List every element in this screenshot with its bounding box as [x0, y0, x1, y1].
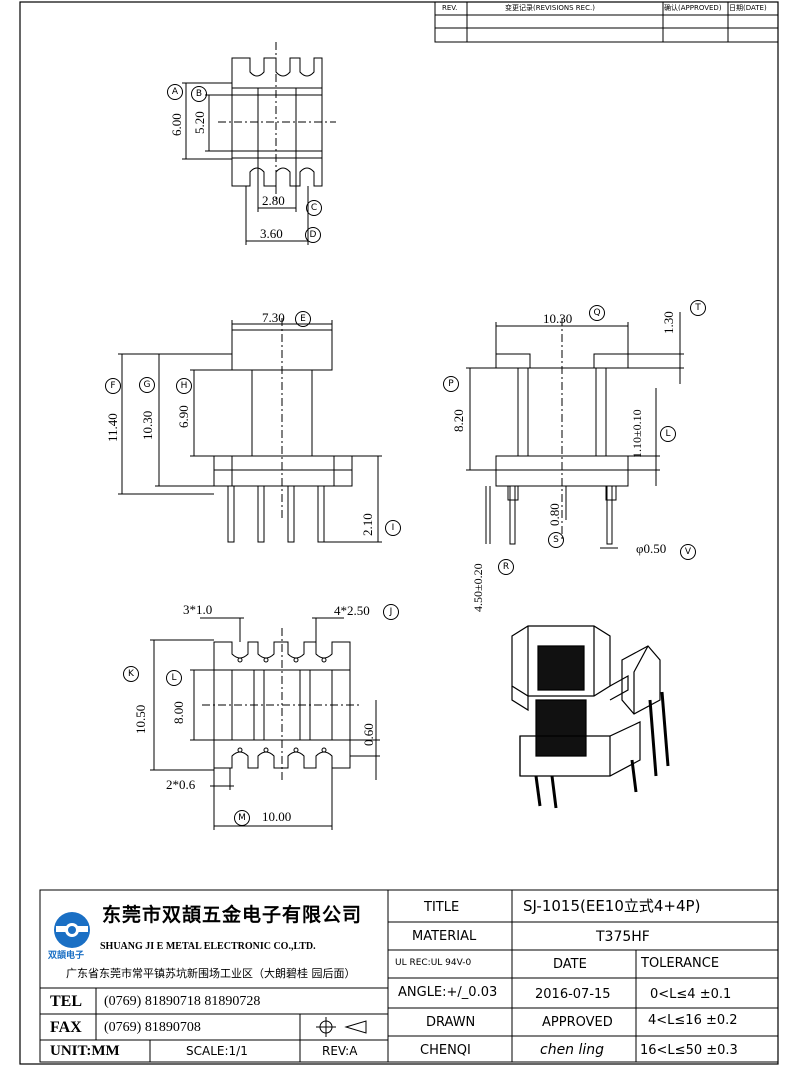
label-m: M	[234, 810, 250, 826]
dim-l2: 8.00	[171, 701, 186, 724]
dim-h: 6.90	[176, 405, 191, 428]
rev: REV:A	[322, 1044, 358, 1058]
fax-value: (0769) 81890708	[104, 1020, 201, 1035]
company-name-cn: 东莞市双頡五金电子有限公司	[102, 904, 363, 926]
dim-k: 10.50	[133, 704, 148, 734]
scale: SCALE:1/1	[186, 1044, 248, 1058]
label-h: H	[176, 378, 192, 394]
dim-l1: 1.10±0.10	[630, 409, 644, 458]
date-value: 2016-07-15	[535, 987, 611, 1002]
approved-label: APPROVED	[542, 1015, 613, 1030]
label-b: B	[191, 86, 207, 102]
dim-gap: 0.60	[361, 723, 376, 746]
label-l1: L	[660, 426, 676, 442]
title-block-grid	[39, 889, 779, 1063]
label-f: F	[105, 378, 121, 394]
label-c: C	[306, 200, 322, 216]
rev-header: REV.	[442, 4, 458, 12]
company-name-en: SHUANG JI E METAL ELECTRONIC CO.,LTD.	[100, 941, 316, 952]
dim-q: 10.30	[543, 311, 573, 326]
label-l2: L	[166, 670, 182, 686]
dim-b: 5.20	[192, 111, 207, 134]
date-label: DATE	[553, 957, 587, 972]
date-header: 日期(DATE)	[729, 4, 767, 12]
ul-label: UL REC:UL 94V-0	[395, 958, 472, 968]
side-view-drawing	[466, 312, 684, 549]
isometric-view-drawing	[511, 625, 670, 809]
dim-t: 1.30	[661, 311, 676, 334]
dim-s: 0.80	[547, 503, 562, 526]
label-e: E	[295, 311, 311, 327]
dim-c: 2.80	[262, 193, 285, 208]
top-view-drawing	[182, 42, 336, 245]
dim-d: 3.60	[260, 226, 283, 241]
tolerance-label: TOLERANCE	[641, 956, 720, 971]
drawn-label: DRAWN	[426, 1015, 476, 1030]
label-k: K	[123, 666, 139, 682]
label-g: G	[139, 377, 155, 393]
label-d: D	[305, 227, 321, 243]
dim-f: 11.40	[105, 413, 120, 442]
logo-text: 双頡电子	[48, 951, 85, 961]
dim-p: 8.20	[451, 409, 466, 432]
label-i: I	[385, 520, 401, 536]
revision-table-grid	[434, 1, 779, 43]
title-label: TITLE	[424, 900, 460, 915]
company-address: 广东省东莞市常平镇苏坑新围场工业区（大朗碧桂 园后面）	[66, 967, 356, 980]
label-j: J	[383, 604, 399, 620]
approved-header: 确认(APPROVED)	[664, 4, 722, 12]
label-v: V	[680, 544, 696, 560]
dim-m: 10.00	[262, 809, 292, 824]
front-view-drawing	[118, 318, 382, 543]
dim-a: 6.00	[169, 113, 184, 136]
dim-r: 4.50±0.20	[471, 563, 485, 612]
sheet-border	[19, 1, 779, 1065]
material-value: T375HF	[596, 929, 650, 945]
material-label: MATERIAL	[412, 929, 477, 944]
fax-label: FAX	[50, 1019, 82, 1036]
dim-e: 7.30	[262, 310, 285, 325]
angle-label: ANGLE:+/_0.03	[398, 985, 498, 1000]
dim-j: 4*2.50	[334, 603, 370, 618]
tolerance-1: 0<L≤4 ±0.1	[650, 987, 732, 1002]
label-p: P	[443, 376, 459, 392]
dim-i: 2.10	[360, 513, 375, 536]
dim-pins-bot: 2*0.6	[166, 777, 196, 792]
unit: UNIT:MM	[50, 1043, 120, 1059]
label-r: R	[498, 559, 514, 575]
approved-value: chen ling	[540, 1042, 605, 1058]
dim-g: 10.30	[140, 410, 155, 440]
checked-label: CHENQI	[420, 1043, 471, 1058]
tel-label: TEL	[50, 993, 83, 1010]
title-value: SJ-1015(EE10立式4+4P)	[523, 897, 701, 915]
label-t: T	[690, 300, 706, 316]
tolerance-3: 16<L≤50 ±0.3	[640, 1043, 738, 1058]
dim-v: φ0.50	[636, 541, 667, 556]
bottom-view-drawing	[150, 617, 380, 830]
label-s: S	[548, 532, 564, 548]
company-logo	[54, 912, 90, 948]
label-a: A	[167, 84, 183, 100]
revisions-header: 变更记录(REVISIONS REC.)	[505, 4, 595, 12]
tolerance-2: 4<L≤16 ±0.2	[648, 1013, 738, 1028]
tel-value: (0769) 81890718 81890728	[104, 994, 261, 1009]
dim-pins-top: 3*1.0	[183, 602, 213, 617]
label-q: Q	[589, 305, 605, 321]
